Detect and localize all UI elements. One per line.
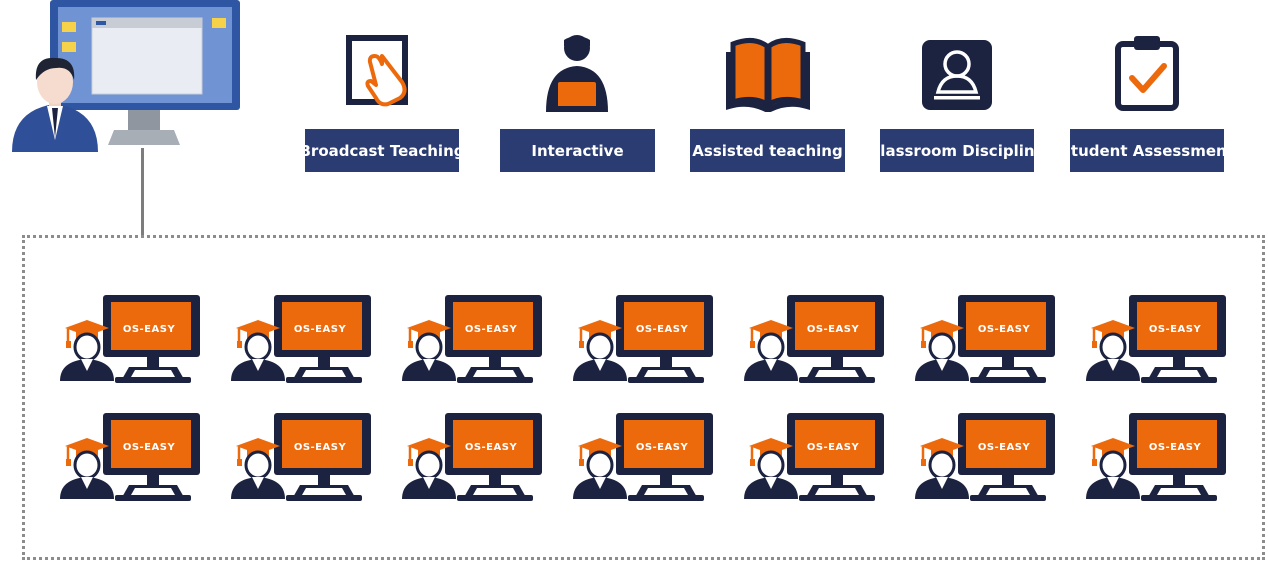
student-monitor-icon — [787, 295, 884, 383]
student-station-graphic — [402, 413, 542, 501]
feature-bar: Broadcast Teaching Interactive Assisted … — [0, 0, 1268, 180]
brand-label: OS-EASY — [635, 442, 689, 453]
student-station-graphic — [915, 413, 1055, 501]
student-station: OS-EASY — [568, 295, 713, 387]
hand-pointer-icon — [346, 35, 408, 107]
student-monitor-icon — [103, 413, 200, 501]
student-monitor-icon — [103, 295, 200, 383]
student-avatar-icon — [402, 450, 456, 499]
student-monitor-icon — [958, 295, 1055, 383]
student-station: OS-EASY — [226, 413, 371, 505]
classroom-discipline-label[interactable]: Classroom Discipline — [869, 129, 1045, 172]
student-monitor-icon — [616, 295, 713, 383]
student-monitor-icon — [445, 413, 542, 501]
student-avatar-icon — [231, 332, 285, 381]
student-station-graphic — [402, 295, 542, 383]
student-station-graphic — [915, 295, 1055, 383]
user-card-icon — [922, 40, 992, 110]
student-station-graphic — [744, 295, 884, 383]
student-station-graphic — [231, 413, 371, 501]
connector-line — [141, 148, 144, 235]
student-avatar-icon — [744, 450, 798, 499]
brand-label: OS-EASY — [635, 324, 689, 335]
student-monitor-icon — [274, 295, 371, 383]
student-monitor-icon — [1129, 295, 1226, 383]
clipboard-check-icon — [1115, 36, 1179, 111]
student-avatar-icon — [573, 450, 627, 499]
brand-label: OS-EASY — [122, 442, 176, 453]
student-station: OS-EASY — [910, 295, 1055, 387]
brand-label: OS-EASY — [293, 442, 347, 453]
brand-label: OS-EASY — [1148, 324, 1202, 335]
student-avatar-icon — [231, 450, 285, 499]
assisted-teaching-label[interactable]: Assisted teaching — [690, 129, 845, 172]
student-station: OS-EASY — [1081, 295, 1226, 387]
interactive-label[interactable]: Interactive — [500, 129, 655, 172]
teacher-avatar-icon — [12, 57, 98, 152]
student-station-graphic — [231, 295, 371, 383]
student-monitor-icon — [958, 413, 1055, 501]
student-avatar-icon — [573, 332, 627, 381]
teacher-station — [12, 0, 240, 152]
student-station: OS-EASY — [910, 413, 1055, 505]
student-station-graphic — [744, 413, 884, 501]
student-avatar-icon — [60, 332, 114, 381]
brand-label: OS-EASY — [122, 324, 176, 335]
student-station: OS-EASY — [1081, 413, 1226, 505]
student-station-graphic — [573, 295, 713, 383]
brand-label: OS-EASY — [806, 324, 860, 335]
brand-label: OS-EASY — [464, 442, 518, 453]
presenter-laptop-icon — [546, 35, 608, 112]
brand-label: OS-EASY — [806, 442, 860, 453]
student-station: OS-EASY — [226, 295, 371, 387]
student-station: OS-EASY — [55, 295, 200, 387]
student-avatar-icon — [744, 332, 798, 381]
student-assessment-label[interactable]: Student Assessment — [1060, 129, 1234, 172]
student-monitor-icon — [1129, 413, 1226, 501]
brand-label: OS-EASY — [293, 324, 347, 335]
student-monitor-icon — [445, 295, 542, 383]
student-station-graphic — [60, 295, 200, 383]
brand-label: OS-EASY — [977, 324, 1031, 335]
student-station: OS-EASY — [739, 413, 884, 505]
student-avatar-icon — [915, 450, 969, 499]
student-avatar-icon — [1086, 450, 1140, 499]
student-station-graphic — [60, 413, 200, 501]
student-avatar-icon — [402, 332, 456, 381]
student-station: OS-EASY — [568, 413, 713, 505]
student-station: OS-EASY — [55, 413, 200, 505]
student-station-graphic — [1086, 295, 1226, 383]
student-monitor-icon — [274, 413, 371, 501]
student-area — [22, 235, 1265, 560]
student-station: OS-EASY — [397, 295, 542, 387]
student-avatar-icon — [1086, 332, 1140, 381]
student-avatar-icon — [60, 450, 114, 499]
broadcast-teaching-label[interactable]: Broadcast Teaching — [300, 129, 465, 172]
brand-label: OS-EASY — [464, 324, 518, 335]
student-station: OS-EASY — [397, 413, 542, 505]
student-monitor-icon — [787, 413, 884, 501]
student-station-graphic — [573, 413, 713, 501]
brand-label: OS-EASY — [1148, 442, 1202, 453]
student-monitor-icon — [616, 413, 713, 501]
student-station: OS-EASY — [739, 295, 884, 387]
student-station-graphic — [1086, 413, 1226, 501]
brand-label: OS-EASY — [977, 442, 1031, 453]
teacher-monitor-icon — [50, 0, 240, 145]
open-book-icon — [726, 38, 810, 112]
student-avatar-icon — [915, 332, 969, 381]
